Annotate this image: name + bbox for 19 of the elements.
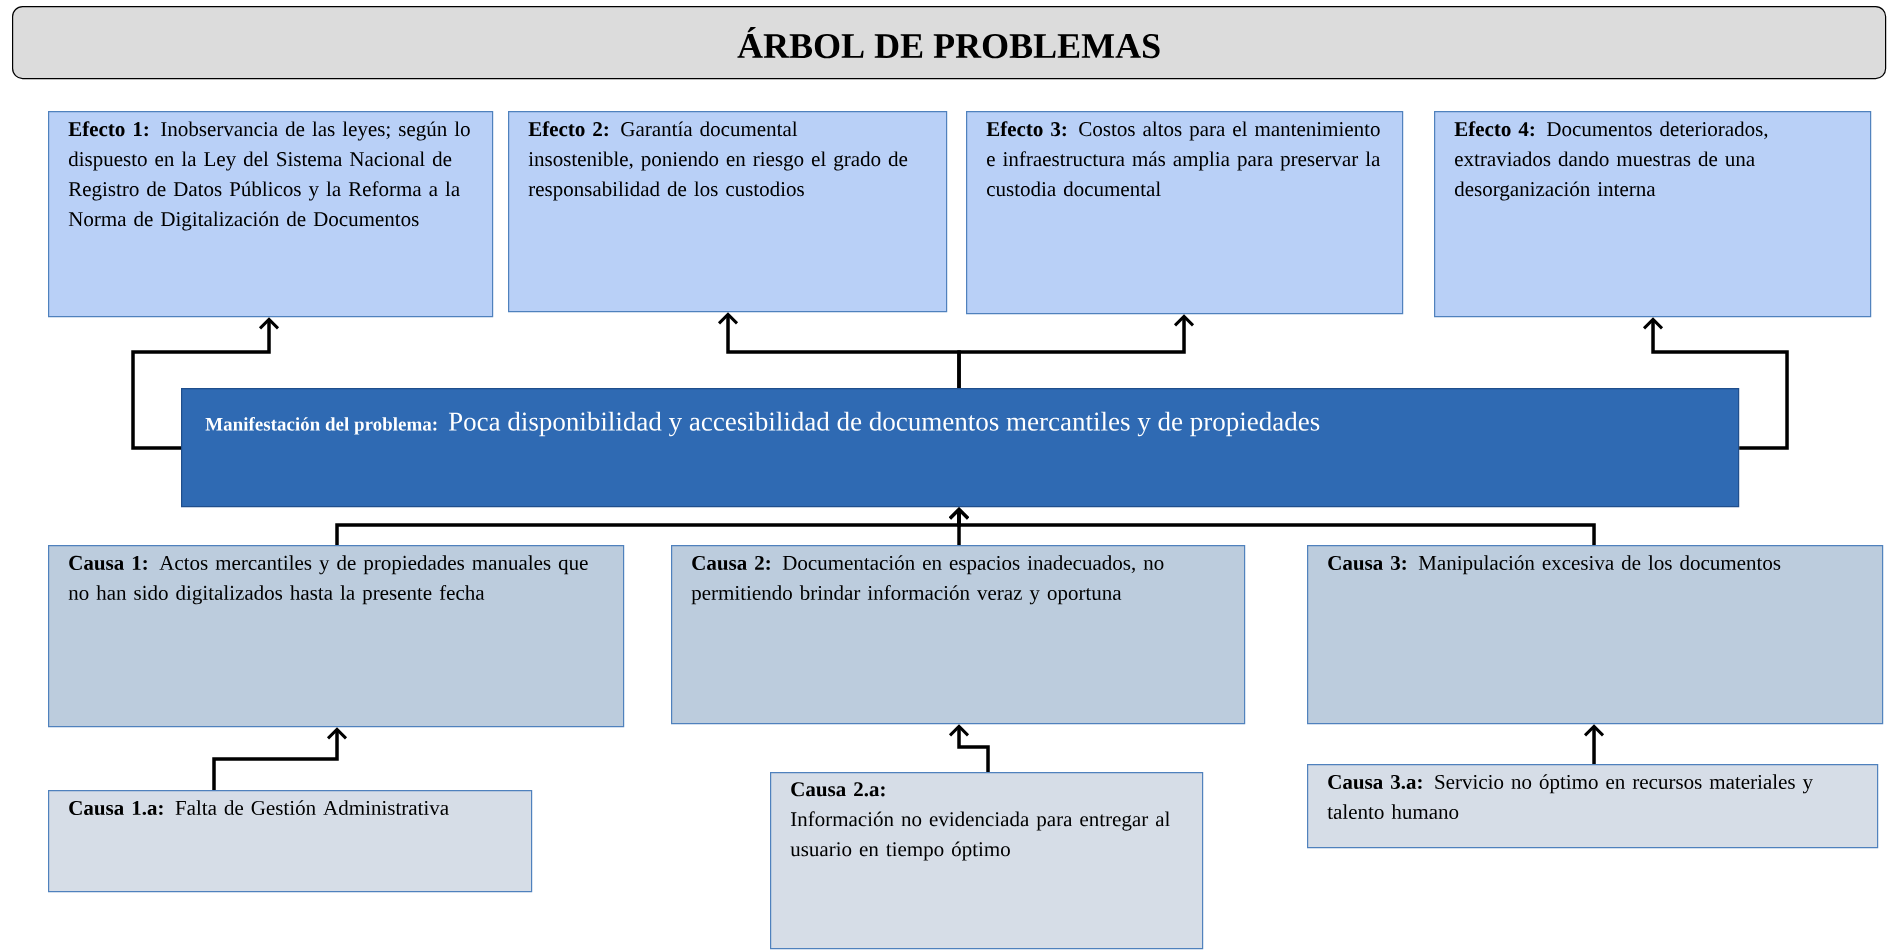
- sub-cause-box: Causa 3.a: Servicio no óptimo en recursos materiales y talento humano: [1307, 764, 1879, 849]
- sub-cause-box: Causa 1.a: Falta de Gestión Administrativa: [48, 790, 533, 893]
- connector-arrow: [948, 724, 990, 772]
- cause-box: Causa 2: Documentación en espacios inadecuados, no permitiendo brindar información veraz y oportuna: [671, 545, 1246, 725]
- title-bar: ÁRBOL DE PROBLEMAS: [12, 6, 1887, 80]
- effect-box: Efecto 3: Costos altos para el mantenimiento e infraestructura más amplia para preservar la custodia documental: [966, 111, 1404, 315]
- connector-arrow: [948, 507, 1596, 545]
- sub-cause-box: Causa 2.a: Información no evidenciada para entregar al usuario en tiempo óptimo: [770, 772, 1204, 950]
- connector-arrow: [1583, 724, 1605, 764]
- effect-box: Efecto 2: Garantía documental insostenible, poniendo en riesgo el grado de responsabilidad de los custodios: [508, 111, 948, 313]
- cause-box: Causa 1: Actos mercantiles y de propiedades manuales que no han sido digitalizados hasta la presente fecha: [48, 545, 625, 728]
- connector-arrow: [131, 317, 280, 450]
- effect-box: Efecto 4: Documentos deteriorados, extraviados dando muestras de una desorganización interna: [1434, 111, 1872, 318]
- connector-arrow: [212, 727, 348, 790]
- problem-band: Manifestación del problema: Poca disponibilidad y accesibilidad de documentos mercantiles y de propiedades: [181, 388, 1740, 508]
- connector-arrow: [1642, 317, 1789, 450]
- effect-box: Efecto 1: Inobservancia de las leyes; según lo dispuesto en la Ley del Sistema Nacional de Registro de Datos Públicos y la Reforma a la Norma de Digitalización de Documentos: [48, 111, 494, 318]
- cause-box: Causa 3: Manipulación excesiva de los documentos: [1307, 545, 1884, 725]
- connector-arrow: [957, 314, 1195, 388]
